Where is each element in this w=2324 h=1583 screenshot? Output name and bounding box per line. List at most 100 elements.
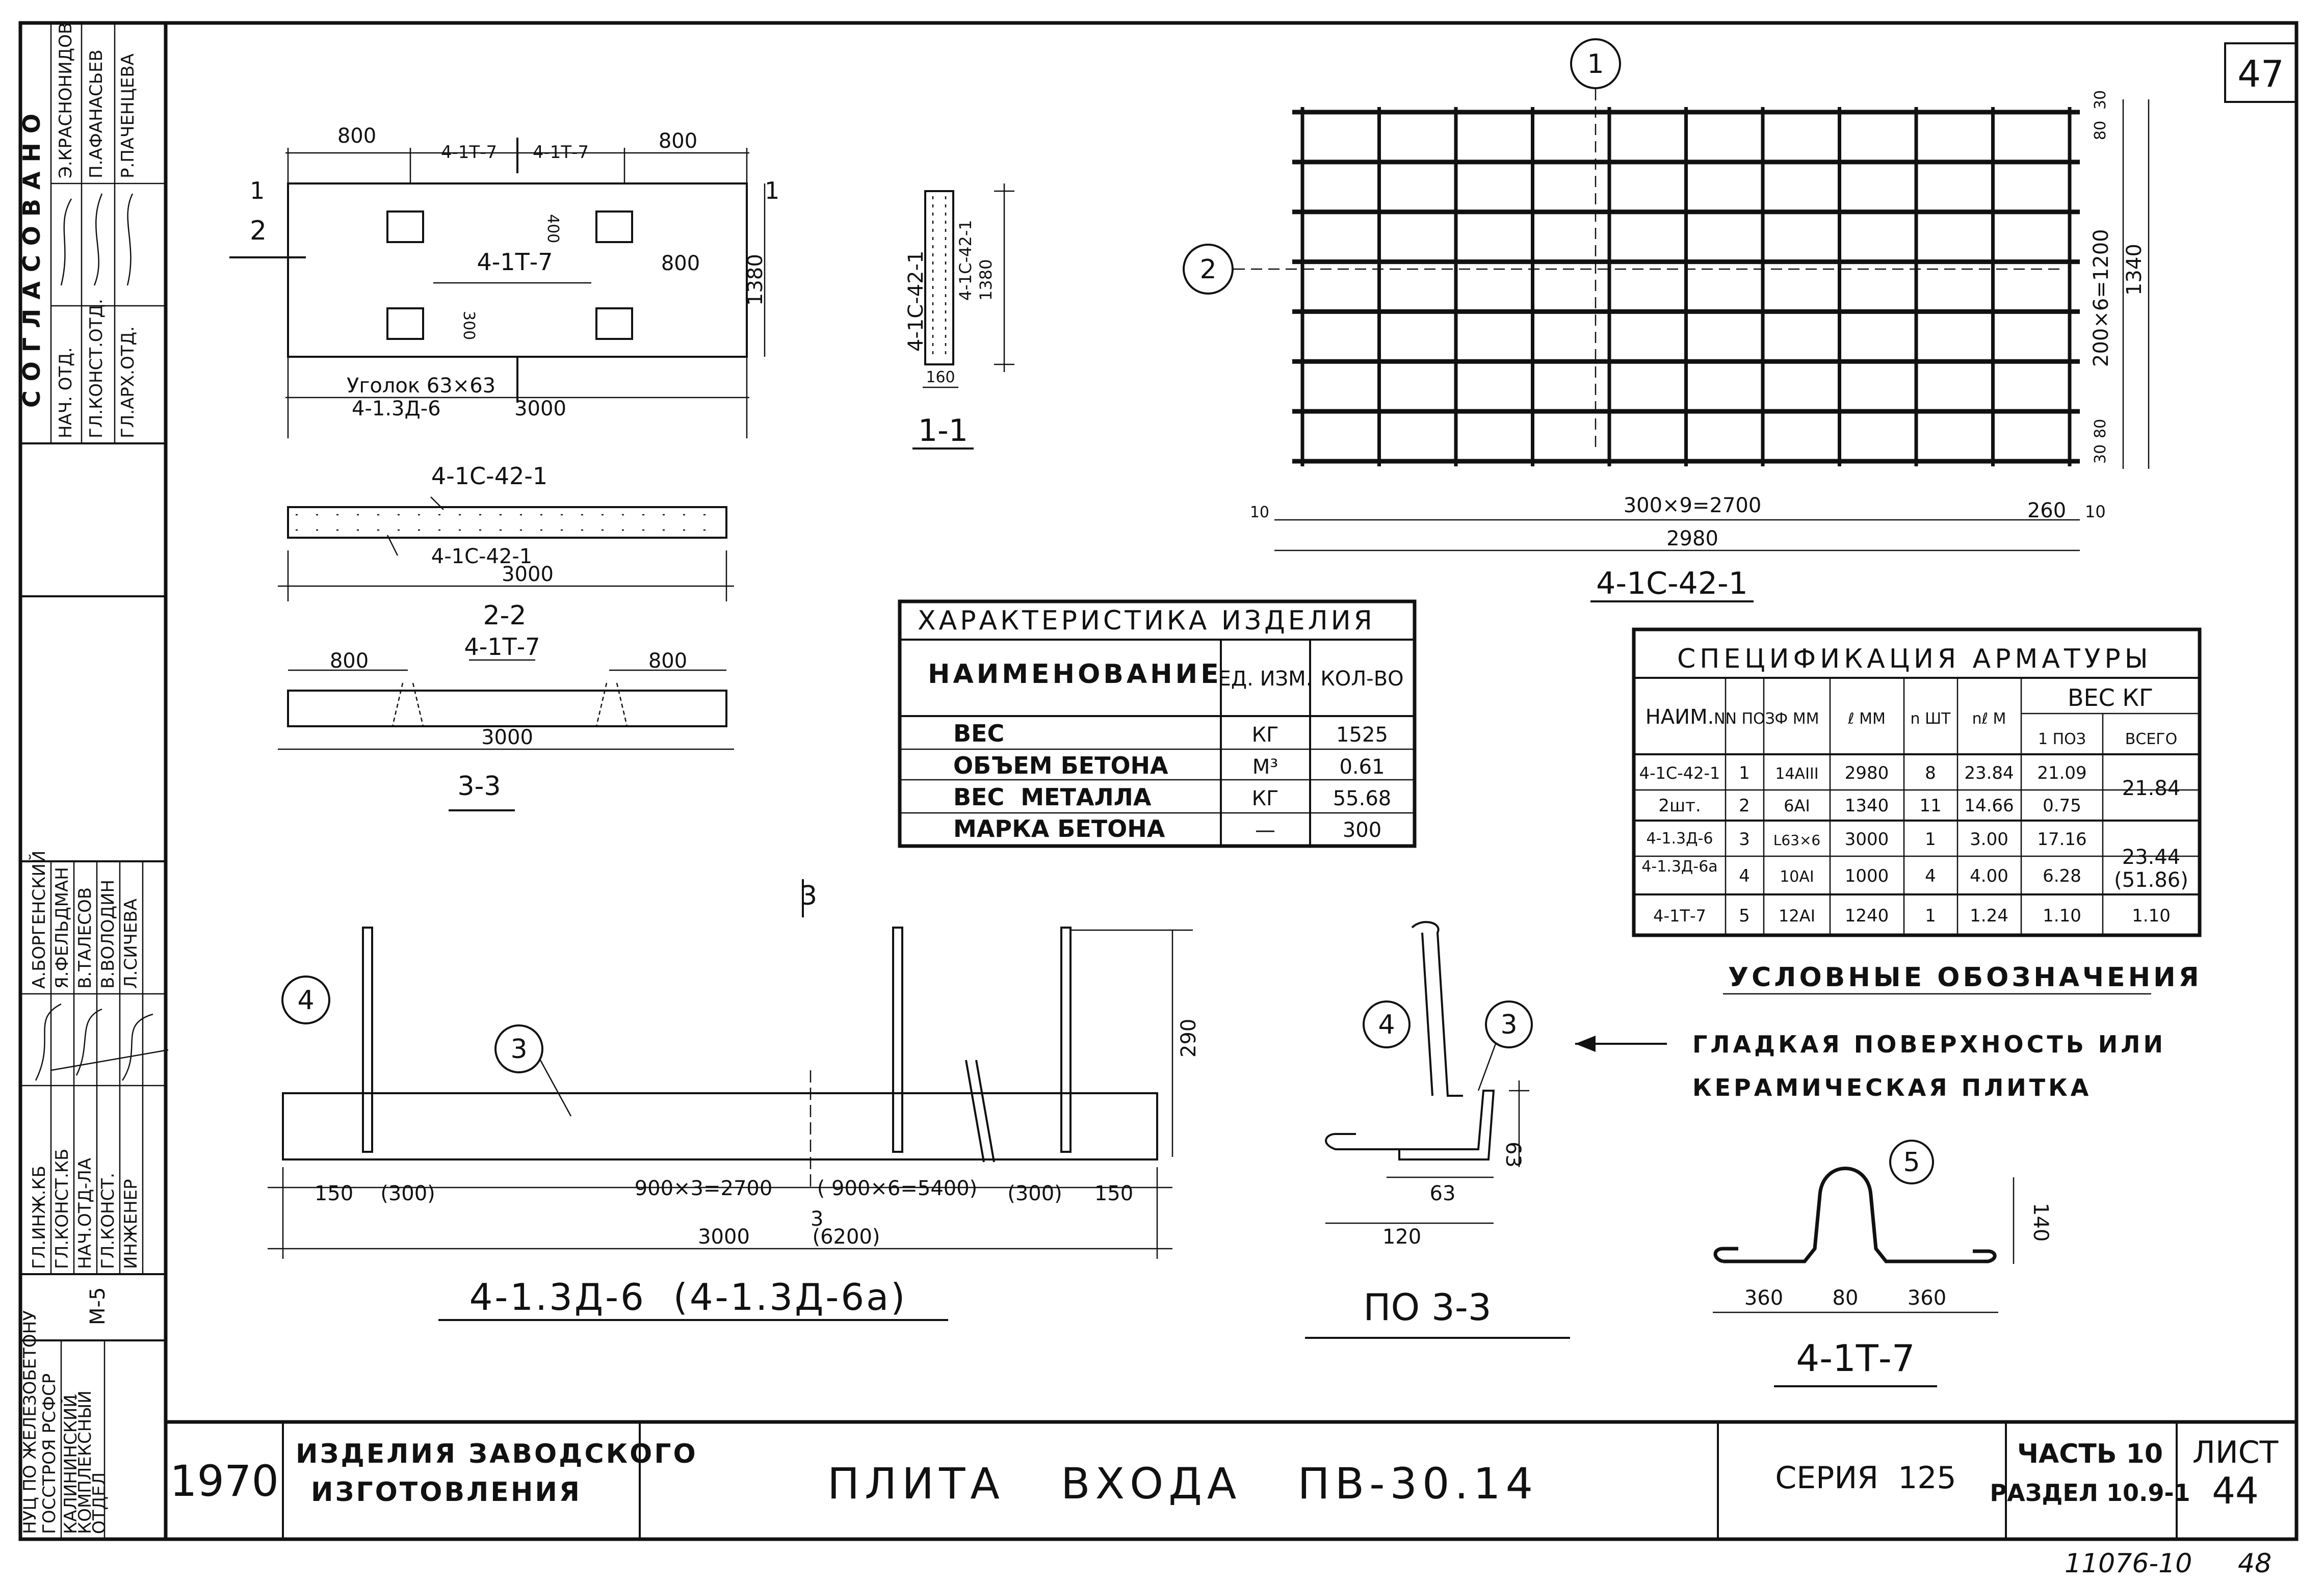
spec-r4-w1: 6.28 — [2043, 866, 2081, 886]
mesh-label: 4-1С-42-1 — [1596, 566, 1748, 601]
hook-callout-5-circle — [1889, 1140, 1934, 1184]
section-3-3: 4-1Т-7 800 800 3000 3-3 — [278, 633, 734, 811]
plan-dim-left: 800 — [337, 124, 376, 148]
char-row-1-name: ВЕС — [953, 720, 1004, 747]
frame-length-alt: (6200) — [812, 1225, 880, 1249]
spec-r3-pos: 3 — [1739, 829, 1750, 850]
anchor-bar-3 — [1060, 927, 1072, 1153]
spec-r2-n: 11 — [1919, 796, 1941, 816]
spec-r2-dia: 6АI — [1784, 796, 1810, 815]
approval-role-3: ГЛ.АРХ.ОТД. — [118, 326, 138, 438]
frame-callout-4: 4 — [297, 985, 314, 1016]
mesh-right-10: 10 — [2085, 502, 2106, 521]
char-row-3-name: ВЕС МЕТАЛЛА — [953, 783, 1152, 811]
spec-r2-name: 2шт. — [1658, 796, 1701, 816]
frame-height: 290 — [1177, 1019, 1200, 1058]
spec-r5-nl: 1.24 — [1970, 906, 2008, 926]
char-row-1-qty: 1525 — [1336, 723, 1388, 747]
section22-label: 2-2 — [483, 600, 527, 631]
signature-3 — [126, 193, 134, 286]
spec-r4-pos: 4 — [1739, 866, 1750, 886]
spec-r1-n: 8 — [1925, 763, 1936, 783]
title-series: СЕРИЯ 125 — [1775, 1460, 1956, 1496]
spec-r1-pos: 1 — [1739, 763, 1750, 783]
rebar-spec-table: СПЕЦИФИКАЦИЯ АРМАТУРЫ НАИМ. NN ПОЗ Ф ММ … — [1632, 627, 2202, 937]
spec-h-dia: Ф ММ — [1774, 710, 1819, 728]
left-strip-frame — [18, 21, 168, 1541]
char-title: ХАРАКТЕРИСТИКА ИЗДЕЛИЯ — [918, 605, 1375, 636]
section-2-2: 4-1С-42-1 4-1С-42-1 3000 2-2 — [278, 462, 734, 631]
approval-role-1: НАЧ. ОТД. — [56, 347, 76, 438]
hook-bar — [1713, 1167, 1997, 1263]
section33-item: 4-1Т-7 — [464, 633, 540, 661]
plan-dim-400: 400 — [544, 214, 562, 243]
stamp-mark: М-5 — [86, 1287, 110, 1325]
section33-dim-right: 800 — [648, 649, 687, 673]
frame-dim-150: 150 — [315, 1182, 353, 1205]
spec-total-3: 1.10 — [2132, 906, 2171, 926]
spec-r4-dia: 10АI — [1780, 868, 1814, 886]
frame-spacing: 900×3=2700 — [635, 1177, 773, 1200]
approval-block: СОГЛАСОВАНО НАЧ. ОТД. ГЛ.КОНСТ.ОТД. ГЛ.А… — [18, 22, 166, 597]
spec-h-n: n ШТ — [1911, 710, 1951, 728]
spec-title: СПЕЦИФИКАЦИЯ АРМАТУРЫ — [1677, 644, 2152, 674]
mesh-callout-2-circle — [1183, 244, 1234, 295]
char-row-2-name: ОБЪЕМ БЕТОНА — [953, 752, 1168, 779]
staff-role-3: НАЧ.ОТД-ЛА — [75, 1158, 95, 1269]
dept-line-1: КАЛИНИНСКИЙ — [60, 1394, 81, 1534]
dept-line-2: КОМПЛЕКСНЫЙ — [74, 1390, 95, 1534]
detail-dim-63b: 63 — [1430, 1182, 1456, 1205]
spec-h-w1: 1 ПОЗ — [2038, 730, 2086, 748]
plan-dim-300: 300 — [460, 311, 478, 340]
approval-name-1: Э.КРАСНОНИДОВ — [56, 22, 76, 178]
section22-mesh-bottom: 4-1С-42-1 — [431, 545, 532, 568]
spec-h-wall: ВСЕГО — [2125, 730, 2177, 748]
spec-r4-nl: 4.00 — [1970, 866, 2008, 886]
signature-2 — [93, 193, 103, 286]
section22-mesh-top: 4-1С-42-1 — [431, 462, 547, 490]
spec-total-1: 21.84 — [2122, 777, 2181, 800]
hook-dim-360b: 360 — [1908, 1286, 1946, 1310]
char-row-3-qty: 55.68 — [1333, 787, 1392, 810]
characteristics-table: ХАРАКТЕРИСТИКА ИЗДЕЛИЯ НАИМЕНОВАНИЕ ЕД. … — [898, 599, 1417, 848]
approval-heading: СОГЛАСОВАНО — [18, 104, 45, 408]
frame-callout-3: 3 — [510, 1034, 527, 1065]
legend-title: УСЛОВНЫЕ ОБОЗНАЧЕНИЯ — [1728, 962, 2202, 993]
frame-dim-150b: 150 — [1094, 1182, 1133, 1205]
char-row-3-unit: КГ — [1252, 787, 1279, 810]
hook-dim-360a: 360 — [1744, 1286, 1783, 1310]
title-sheet-number: 44 — [2212, 1469, 2259, 1512]
detail-dim-63a: 63 — [1501, 1142, 1525, 1168]
hook-dim-80: 80 — [1833, 1286, 1859, 1310]
frame-view: 290 4 3 3 150 (300) 900×3=2700 ( 900×6=5… — [268, 879, 1200, 1321]
approval-name-3: Р.ПАЧЕНЦЕВА — [118, 54, 138, 178]
detail-callout-3-circle — [1485, 1000, 1533, 1048]
hook-label: 4-1Т-7 — [1796, 1337, 1915, 1380]
plan-item-mid: 4-1Т-7 — [477, 248, 553, 276]
char-header-name: НАИМЕНОВАНИЕ — [928, 659, 1222, 690]
legend-line-2: КЕРАМИЧЕСКАЯ ПЛИТКА — [1692, 1074, 2092, 1101]
spec-r3-len: 3000 — [1845, 829, 1889, 850]
section33-length: 3000 — [481, 726, 533, 749]
frame-callout-3-circle — [494, 1024, 543, 1073]
mesh-top-edge: 30 — [2092, 90, 2109, 110]
plan-angle-label: Уголок 63×63 — [347, 374, 495, 398]
staff-name-1: А.БОРГЕНСКИЙ — [29, 851, 49, 989]
char-row-4-qty: 300 — [1343, 819, 1381, 842]
plan-section-mark-1: 1 — [250, 177, 265, 204]
spec-r4-name: 4-1.3Д-6а — [1641, 858, 1717, 876]
detail-dim-120: 120 — [1382, 1225, 1421, 1249]
mesh-length: 2980 — [1666, 527, 1718, 550]
hook-callout-5: 5 — [1903, 1147, 1920, 1178]
spec-r1-len: 2980 — [1845, 763, 1889, 783]
plan-dim-right: 800 — [659, 129, 697, 153]
legend: УСЛОВНЫЕ ОБОЗНАЧЕНИЯ ГЛАДКАЯ ПОВЕРХНОСТЬ… — [1575, 962, 2202, 1101]
title-block: 1970 ИЗДЕЛИЯ ЗАВОДСКОГО ИЗГОТОВЛЕНИЯ ПЛИ… — [166, 1420, 2296, 1539]
detail-callout-3: 3 — [1500, 1010, 1517, 1040]
anchor-plate-3 — [386, 307, 424, 340]
mesh-bottom-30: 30 — [2092, 444, 2109, 464]
spec-r3-w1: 17.16 — [2037, 829, 2086, 850]
spec-r1-name: 4-1С-42-1 — [1639, 763, 1720, 783]
staff-name-3: В.ТАЛЕСОВ — [75, 887, 95, 989]
mesh-view: 1 2 30 80 200×6=1200 1340 80 30 10 300×9… — [1183, 38, 2150, 602]
